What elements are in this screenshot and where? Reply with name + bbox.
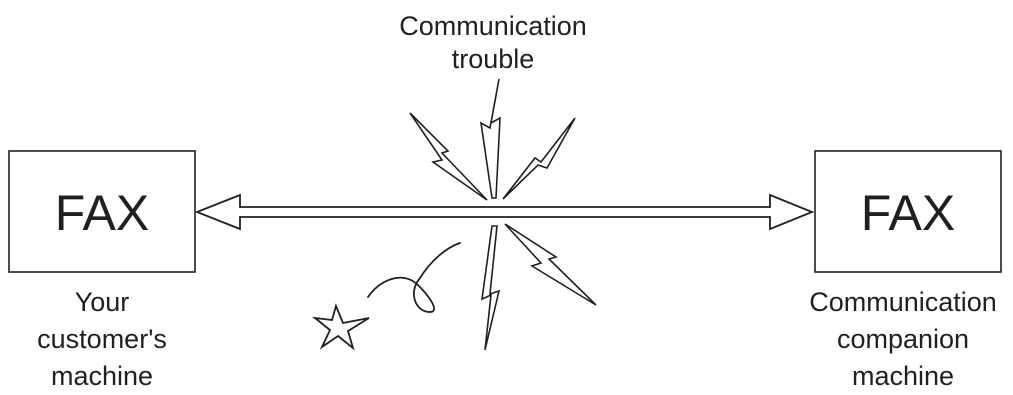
customer-caption-line-1: Your <box>75 287 130 317</box>
companion-fax-label: FAX <box>861 185 955 241</box>
lightning-bolt-icon <box>409 78 597 351</box>
customer-fax-label: FAX <box>55 185 149 241</box>
trouble-label-line-1: Communication <box>399 11 587 41</box>
swirl-trail-icon <box>367 242 461 313</box>
star-icon <box>311 303 370 351</box>
companion-caption-line-3: machine <box>852 361 954 391</box>
companion-caption-line-2: companion <box>837 324 969 354</box>
customer-caption-line-2: customer's <box>37 324 167 354</box>
trouble-label-line-2: trouble <box>452 44 535 74</box>
customer-caption-line-3: machine <box>51 361 153 391</box>
double-arrow-icon <box>194 193 815 231</box>
companion-fax-box <box>814 150 1002 273</box>
customer-fax-box <box>8 150 196 273</box>
companion-caption-line-1: Communication <box>809 287 997 317</box>
